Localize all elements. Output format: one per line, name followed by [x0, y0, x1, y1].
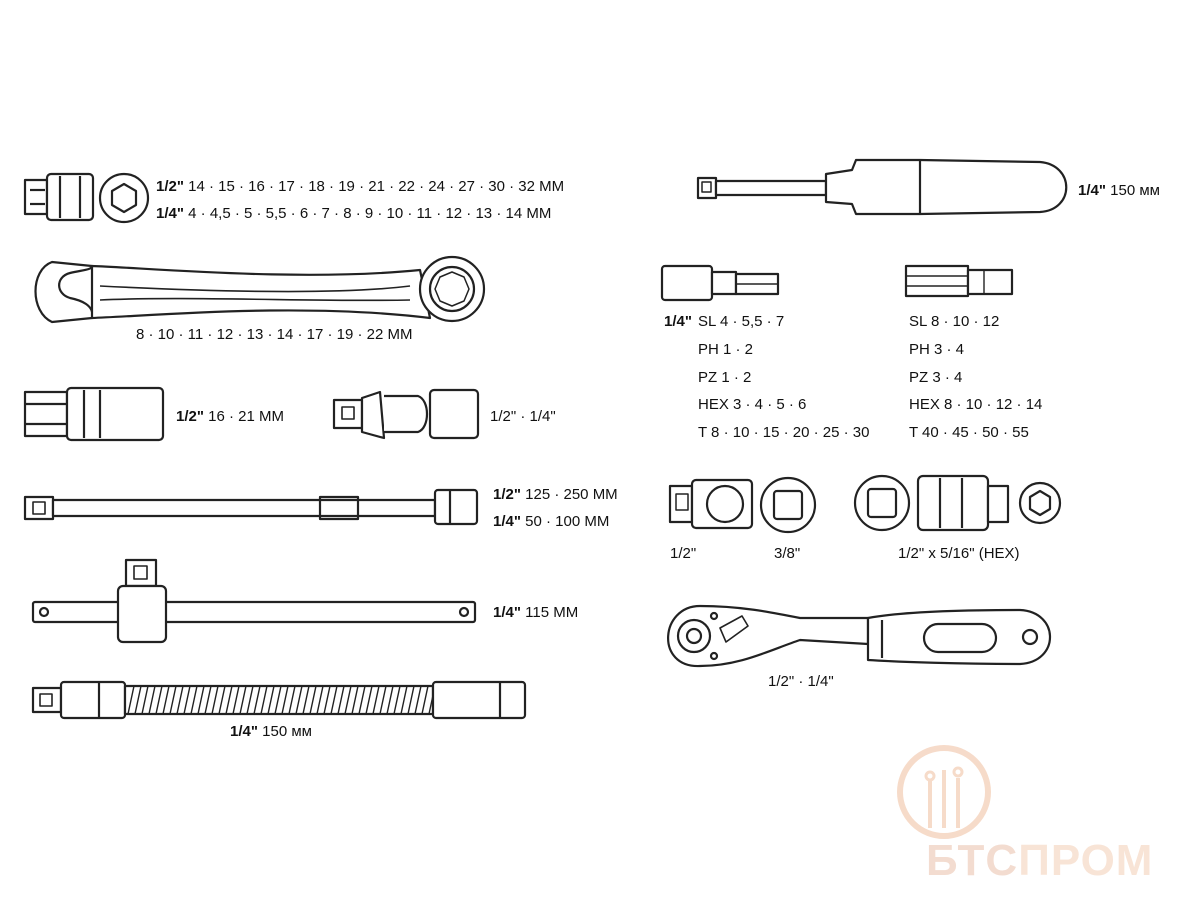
bits-left-row: HEX 3 · 4 · 5 · 6 [698, 396, 807, 413]
bits-left-row: PH 1 · 2 [698, 341, 754, 358]
tbar-label: 1/4" 115 MM [493, 604, 579, 621]
screwdriver-icon [696, 158, 1068, 216]
bits-left-row: T 8 · 10 · 15 · 20 · 25 · 30 [698, 424, 870, 441]
extension-1-4-label: 1/4" 50 · 100 MM [493, 513, 610, 530]
socket-1-4-label: 1/4" 4 · 4,5 · 5 · 5,5 · 6 · 7 · 8 · 9 ·… [156, 205, 552, 222]
spring-coil [323, 685, 331, 715]
spring-coil [169, 685, 177, 715]
spring-coil [407, 685, 415, 715]
wrench-sizes-label: 8 · 10 · 11 · 12 · 13 · 14 · 17 · 19 · 2… [136, 326, 413, 343]
short-socket-icon [23, 172, 150, 224]
t-bar-icon [31, 558, 477, 644]
combination-wrench-icon [34, 255, 486, 324]
adapter-3-8-icon [759, 476, 817, 534]
spring-coil [393, 685, 401, 715]
bits-right-row: SL 8 · 10 · 12 [909, 313, 1000, 330]
hex-adapter-label: 1/2" x 5/16" (HEX) [898, 545, 1020, 562]
spring-coil [253, 685, 261, 715]
screwdriver-label: 1/4" 150 мм [1078, 182, 1160, 199]
deep-socket-icon [23, 386, 165, 442]
spring-coil [351, 685, 359, 715]
spring-coil [162, 685, 170, 715]
spring-coil [400, 685, 408, 715]
spring-coil [176, 685, 184, 715]
spring-coil [309, 685, 317, 715]
spring-coil [421, 685, 429, 715]
spring-coil [414, 685, 422, 715]
spring-coil [148, 685, 156, 715]
ratchet-icon [667, 604, 1052, 668]
adapter-3-8-label: 3/8" [774, 545, 801, 562]
bit-holder-icon [660, 264, 780, 302]
spring-coil [211, 685, 219, 715]
spring-coil [267, 685, 275, 715]
spring-coil [260, 685, 268, 715]
extension-bar-icon [23, 488, 479, 526]
deep-socket-label: 1/2" 16 · 21 MM [176, 408, 284, 425]
bits-left-row: PZ 1 · 2 [698, 369, 752, 386]
flexible-extension-icon [31, 680, 527, 720]
ujoint-label: 1/2" · 1/4" [490, 408, 556, 425]
spring-coil [386, 685, 394, 715]
spring-coil [379, 685, 387, 715]
spring-coil [225, 685, 233, 715]
spring-coil [330, 685, 338, 715]
extension-1-2-label: 1/2" 125 · 250 MM [493, 486, 618, 503]
watermark-logo-icon [897, 745, 991, 839]
spring-coil [316, 685, 324, 715]
bits-right-row: HEX 8 · 10 · 12 · 14 [909, 396, 1043, 413]
spring-coil [302, 685, 310, 715]
spring-coil [197, 685, 205, 715]
socket-1-2-label: 1/2" 14 · 15 · 16 · 17 · 18 · 19 · 21 · … [156, 178, 565, 195]
spring-coil [155, 685, 163, 715]
spring-coil [274, 685, 282, 715]
spring-coil [134, 685, 142, 715]
spring-coil [141, 685, 149, 715]
spring-coil [127, 685, 135, 715]
spring-coil [358, 685, 366, 715]
bits-right-row: PZ 3 · 4 [909, 369, 963, 386]
spring-coil [232, 685, 240, 715]
spring-coil [372, 685, 380, 715]
bits-left-size: 1/4" [664, 313, 692, 330]
spring-coil [183, 685, 191, 715]
spring-coil [281, 685, 289, 715]
bits-right-row: PH 3 · 4 [909, 341, 965, 358]
flex-extension-label: 1/4" 150 мм [230, 723, 312, 740]
bits-left-row: SL 4 · 5,5 · 7 [698, 313, 785, 330]
adapter-1-2-icon [668, 478, 754, 530]
spring-coil [218, 685, 226, 715]
spring-coil [365, 685, 373, 715]
ratchet-label: 1/2" · 1/4" [768, 673, 834, 690]
spring-coil [246, 685, 254, 715]
spring-coil [295, 685, 303, 715]
universal-joint-icon [332, 388, 480, 440]
spring-coil [288, 685, 296, 715]
bits-right-row: T 40 · 45 · 50 · 55 [909, 424, 1029, 441]
spring-coil [190, 685, 198, 715]
watermark-text: БТСПРОМ [926, 836, 1154, 885]
hex-adapter-icon [853, 474, 1062, 532]
adapter-1-2-label: 1/2" [670, 545, 697, 562]
bit-icon [904, 264, 1014, 298]
spring-coil [337, 685, 345, 715]
spring-coil [204, 685, 212, 715]
spring-coil [239, 685, 247, 715]
spring-coil [344, 685, 352, 715]
